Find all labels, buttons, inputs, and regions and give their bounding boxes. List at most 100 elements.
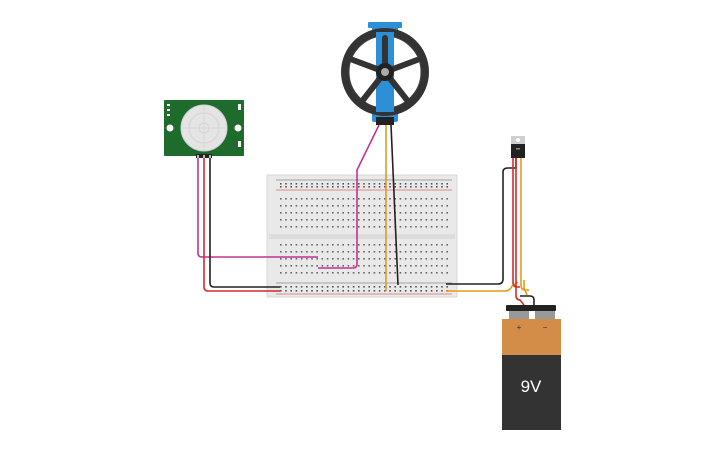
- breadboard-hole[interactable]: [399, 272, 402, 274]
- breadboard-hole[interactable]: [295, 286, 298, 288]
- breadboard-hole[interactable]: [389, 286, 391, 288]
- breadboard-hole[interactable]: [441, 186, 443, 188]
- breadboard-hole[interactable]: [332, 244, 334, 246]
- breadboard-hole[interactable]: [415, 186, 417, 188]
- breadboard-hole[interactable]: [441, 205, 443, 207]
- breadboard-hole[interactable]: [295, 244, 298, 246]
- breadboard-hole[interactable]: [295, 198, 298, 200]
- breadboard-hole[interactable]: [295, 219, 298, 221]
- breadboard-hole[interactable]: [347, 226, 350, 228]
- breadboard-hole[interactable]: [436, 265, 438, 267]
- breadboard-hole[interactable]: [316, 226, 318, 228]
- breadboard-hole[interactable]: [425, 186, 428, 188]
- breadboard-hole[interactable]: [337, 290, 339, 292]
- breadboard-hole[interactable]: [441, 258, 443, 260]
- breadboard-hole[interactable]: [404, 183, 407, 185]
- breadboard-hole[interactable]: [342, 244, 344, 246]
- breadboard-hole[interactable]: [389, 183, 391, 185]
- breadboard-hole[interactable]: [389, 251, 391, 253]
- breadboard-hole[interactable]: [399, 251, 402, 253]
- breadboard-hole[interactable]: [404, 212, 407, 214]
- breadboard-hole[interactable]: [420, 258, 422, 260]
- breadboard-hole[interactable]: [280, 265, 282, 267]
- breadboard-hole[interactable]: [316, 198, 318, 200]
- breadboard-hole[interactable]: [415, 258, 417, 260]
- breadboard-hole[interactable]: [321, 251, 324, 253]
- breadboard-hole[interactable]: [404, 186, 407, 188]
- breadboard-hole[interactable]: [430, 265, 433, 267]
- breadboard-hole[interactable]: [295, 183, 298, 185]
- breadboard-hole[interactable]: [389, 272, 391, 274]
- breadboard-hole[interactable]: [378, 258, 381, 260]
- breadboard-hole[interactable]: [410, 212, 412, 214]
- breadboard-hole[interactable]: [441, 244, 443, 246]
- breadboard-hole[interactable]: [342, 265, 344, 267]
- breadboard-hole[interactable]: [280, 212, 282, 214]
- breadboard-hole[interactable]: [404, 244, 407, 246]
- pir-pin-2[interactable]: [203, 155, 205, 158]
- breadboard-hole[interactable]: [425, 219, 428, 221]
- breadboard-hole[interactable]: [300, 212, 303, 214]
- breadboard-hole[interactable]: [352, 226, 355, 228]
- breadboard-hole[interactable]: [358, 212, 360, 214]
- breadboard-hole[interactable]: [352, 183, 355, 185]
- breadboard-hole[interactable]: [306, 205, 308, 207]
- breadboard-hole[interactable]: [295, 290, 298, 292]
- breadboard-hole[interactable]: [300, 219, 303, 221]
- breadboard-hole[interactable]: [290, 226, 292, 228]
- breadboard-hole[interactable]: [352, 205, 355, 207]
- breadboard-hole[interactable]: [316, 186, 318, 188]
- breadboard-hole[interactable]: [384, 251, 386, 253]
- breadboard-hole[interactable]: [441, 198, 443, 200]
- breadboard-hole[interactable]: [321, 286, 324, 288]
- breadboard-hole[interactable]: [415, 244, 417, 246]
- breadboard-hole[interactable]: [352, 186, 355, 188]
- breadboard-hole[interactable]: [311, 212, 313, 214]
- breadboard-hole[interactable]: [410, 219, 412, 221]
- breadboard-hole[interactable]: [332, 290, 334, 292]
- breadboard-hole[interactable]: [285, 265, 287, 267]
- breadboard-hole[interactable]: [399, 183, 402, 185]
- breadboard-hole[interactable]: [295, 265, 298, 267]
- breadboard-hole[interactable]: [399, 258, 402, 260]
- breadboard-hole[interactable]: [321, 265, 324, 267]
- breadboard-hole[interactable]: [352, 251, 355, 253]
- breadboard-hole[interactable]: [384, 205, 386, 207]
- breadboard-hole[interactable]: [373, 244, 376, 246]
- breadboard-hole[interactable]: [436, 205, 438, 207]
- breadboard-hole[interactable]: [337, 205, 339, 207]
- breadboard-hole[interactable]: [446, 244, 448, 246]
- breadboard-hole[interactable]: [363, 183, 365, 185]
- breadboard-hole[interactable]: [420, 265, 422, 267]
- breadboard-hole[interactable]: [285, 219, 287, 221]
- breadboard-hole[interactable]: [363, 251, 365, 253]
- breadboard-hole[interactable]: [430, 226, 433, 228]
- breadboard-hole[interactable]: [316, 258, 318, 260]
- breadboard-hole[interactable]: [352, 290, 355, 292]
- breadboard-hole[interactable]: [332, 212, 334, 214]
- breadboard-hole[interactable]: [342, 183, 344, 185]
- breadboard-hole[interactable]: [446, 265, 448, 267]
- breadboard-hole[interactable]: [306, 198, 308, 200]
- breadboard-hole[interactable]: [378, 212, 381, 214]
- breadboard-hole[interactable]: [378, 186, 381, 188]
- breadboard-hole[interactable]: [290, 258, 292, 260]
- breadboard-hole[interactable]: [290, 212, 292, 214]
- breadboard-hole[interactable]: [394, 251, 396, 253]
- breadboard-hole[interactable]: [363, 290, 365, 292]
- breadboard-hole[interactable]: [352, 286, 355, 288]
- breadboard-hole[interactable]: [399, 219, 402, 221]
- breadboard-hole[interactable]: [420, 198, 422, 200]
- breadboard-hole[interactable]: [358, 226, 360, 228]
- breadboard-hole[interactable]: [446, 226, 448, 228]
- breadboard-hole[interactable]: [384, 265, 386, 267]
- breadboard-hole[interactable]: [410, 290, 412, 292]
- breadboard-hole[interactable]: [410, 183, 412, 185]
- breadboard-hole[interactable]: [425, 272, 428, 274]
- breadboard-hole[interactable]: [389, 258, 391, 260]
- breadboard-hole[interactable]: [311, 219, 313, 221]
- breadboard-hole[interactable]: [420, 205, 422, 207]
- breadboard[interactable]: [266, 174, 458, 298]
- breadboard-hole[interactable]: [389, 219, 391, 221]
- breadboard-hole[interactable]: [332, 272, 334, 274]
